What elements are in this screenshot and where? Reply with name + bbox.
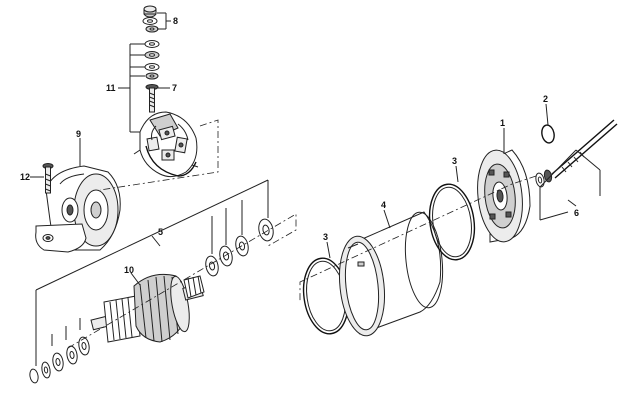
front-housing-part-9 [35,165,121,253]
nut-stack-part-8 [142,5,159,33]
washer-stack-part-11 [144,40,160,80]
callout-3-right: 3 [452,156,457,166]
washer-set-left [29,318,90,384]
axis-line-upper [99,119,219,191]
bracket-part-8 [157,12,171,30]
callout-1: 1 [500,118,505,128]
leader-3-right [455,165,459,183]
callout-8: 8 [173,16,178,26]
callout-11: 11 [106,83,116,93]
callout-2: 2 [543,94,548,104]
callout-7: 7 [172,83,177,93]
callout-3-left: 3 [323,232,328,242]
callout-12: 12 [20,172,30,182]
callout-9: 9 [76,129,81,139]
leader-4 [383,209,391,229]
bracket-part-5 [35,179,269,366]
terminal-bolt-part-7 [145,84,159,113]
o-ring-part-2 [541,124,555,144]
callout-5: 5 [158,227,163,237]
armature-part-10 [90,273,205,343]
yoke-part-4 [339,211,444,337]
leader-6 [567,199,577,207]
bolt-part-12 [30,163,54,194]
bracket-part-11 [118,43,148,133]
through-bolts-part-6 [535,119,618,221]
washer-set-right [205,200,274,277]
o-ring-part-3-right [428,183,476,261]
leader-10 [130,272,141,286]
leader-2 [545,103,549,126]
callout-4: 4 [381,200,386,210]
callout-10: 10 [124,265,134,275]
leader-3-left [326,241,331,259]
callout-6: 6 [574,208,579,218]
axis-line-lower [67,213,297,349]
rear-cover-part-1 [477,149,531,243]
brush-plate-assembly [133,111,199,178]
